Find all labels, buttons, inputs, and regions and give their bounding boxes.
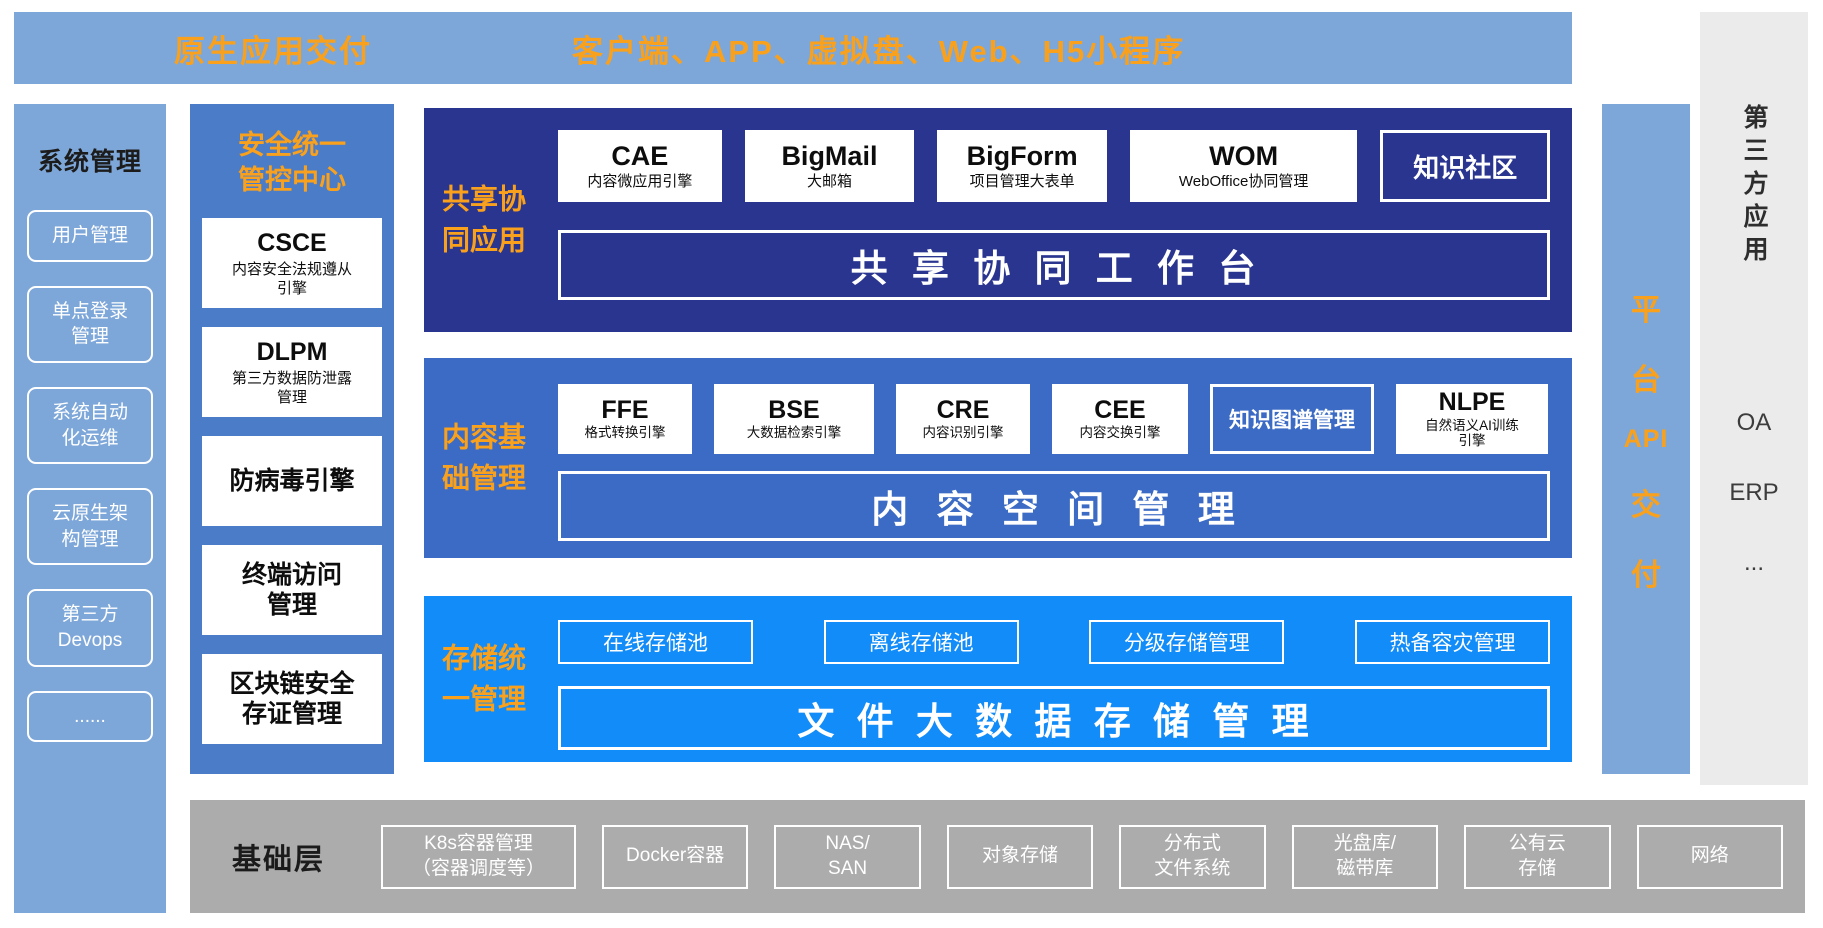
- app-title: 知识社区: [1413, 152, 1518, 183]
- app-box-bse: BSE 大数据检索引擎: [714, 384, 874, 454]
- app-subtitle: WebOffice协同管理: [1178, 172, 1309, 190]
- security-card-blockchain-evidence: 区块链安全 存证管理: [202, 654, 382, 745]
- app-title: BigForm: [966, 141, 1078, 172]
- base-box-distributed-fs: 分布式 文件系统: [1119, 824, 1266, 889]
- layer-storage-label: 存储统 一管理: [442, 642, 527, 714]
- app-subtitle: 内容识别引擎: [922, 425, 1004, 441]
- system-item-sso-management: 单点登录 管理: [27, 285, 153, 363]
- base-box-docker: Docker容器: [601, 824, 749, 889]
- storage-box-online-pool: 在线存储池: [558, 620, 753, 664]
- platform-api-column: 平 台 API 交 付: [1602, 104, 1690, 774]
- storage-box-tiered-storage: 分级存储管理: [1089, 620, 1285, 664]
- layer-share-collab-apps: 共享协 同应用 CAE 内容微应用引擎 BigMail 大邮箱 BigForm …: [424, 108, 1572, 332]
- app-title: BigMail: [781, 141, 878, 172]
- app-subtitle: 自然语义AI训练 引擎: [1425, 417, 1519, 449]
- api-column-char: 平: [1631, 293, 1661, 327]
- card-title: 区块链安全 存证管理: [229, 670, 355, 729]
- system-item-user-management: 用户管理: [27, 210, 153, 262]
- card-title: CSCE: [257, 228, 327, 257]
- app-title: BSE: [768, 396, 820, 425]
- base-layer-boxes: K8s容器管理 （容器调度等） Docker容器 NAS/ SAN 对象存储 分…: [381, 824, 1783, 889]
- app-title: CRE: [936, 396, 990, 425]
- content-engine-boxes: FFE 格式转换引擎 BSE 大数据检索引擎 CRE 内容识别引擎 CEE 内容…: [558, 384, 1550, 454]
- app-subtitle: 格式转换引擎: [584, 425, 666, 441]
- app-box-cee: CEE 内容交换引擎: [1052, 384, 1188, 454]
- top-banner: 原生应用交付 客户端、APP、虚拟盘、Web、H5小程序: [14, 12, 1572, 84]
- app-title: 知识图谱管理: [1229, 409, 1355, 432]
- card-title: 终端访问 管理: [241, 561, 342, 620]
- file-bigdata-storage-bar: 文 件 大 数 据 存 储 管 理: [558, 686, 1550, 750]
- app-box-knowledge-community: 知识社区: [1380, 130, 1551, 202]
- app-subtitle: 内容微应用引擎: [587, 172, 693, 190]
- storage-boxes: 在线存储池 离线存储池 分级存储管理 热备容灾管理: [558, 620, 1550, 664]
- content-space-bar: 内 容 空 间 管 理: [558, 471, 1550, 541]
- app-box-cae: CAE 内容微应用引擎: [558, 130, 722, 202]
- app-title: CAE: [611, 141, 669, 172]
- system-management-title: 系统管理: [37, 148, 142, 176]
- api-column-char: 交: [1631, 488, 1661, 522]
- native-app-delivery-label: 原生应用交付: [174, 33, 372, 69]
- app-title: NLPE: [1438, 388, 1506, 417]
- security-card-csce: CSCE 内容安全法规遵从 引擎: [202, 218, 382, 309]
- third-party-item-more: ...: [1743, 549, 1764, 576]
- third-party-panel: 第三方应用 OA ERP ...: [1700, 12, 1808, 785]
- base-layer-title: 基础层: [232, 843, 326, 876]
- system-item-automation-ops: 系统自动 化运维: [27, 386, 153, 465]
- security-control-title: 安全统一 管控中心: [238, 130, 346, 196]
- base-box-object-storage: 对象存储: [946, 824, 1094, 889]
- storage-box-offline-pool: 离线存储池: [823, 620, 1019, 664]
- system-item-more: ......: [27, 690, 153, 743]
- app-title: WOM: [1209, 141, 1279, 172]
- base-box-optical-tape-library: 光盘库/ 磁带库: [1291, 824, 1439, 889]
- app-subtitle: 项目管理大表单: [969, 172, 1075, 190]
- third-party-items: OA ERP ...: [1729, 409, 1778, 577]
- app-box-bigmail: BigMail 大邮箱: [744, 130, 915, 202]
- third-party-item-erp: ERP: [1729, 479, 1779, 506]
- layer-storage-management: 存储统 一管理 在线存储池 离线存储池 分级存储管理 热备容灾管理 文 件 大 …: [424, 596, 1572, 762]
- api-column-char: API: [1623, 424, 1669, 453]
- layer-share-label: 共享协 同应用: [442, 183, 527, 255]
- base-box-k8s-container: K8s容器管理 （容器调度等）: [381, 824, 576, 889]
- share-app-boxes: CAE 内容微应用引擎 BigMail 大邮箱 BigForm 项目管理大表单 …: [558, 130, 1551, 202]
- security-control-panel: 安全统一 管控中心 CSCE 内容安全法规遵从 引擎 DLPM 第三方数据防泄露…: [190, 104, 394, 774]
- card-subtitle: 内容安全法规遵从 引擎: [231, 260, 352, 298]
- app-box-knowledge-graph: 知识图谱管理: [1210, 384, 1374, 454]
- card-title: 防病毒引擎: [229, 467, 355, 496]
- security-card-dlpm: DLPM 第三方数据防泄露 管理: [202, 327, 382, 418]
- third-party-item-oa: OA: [1736, 409, 1772, 436]
- api-column-char: 台: [1631, 363, 1661, 397]
- app-box-ffe: FFE 格式转换引擎: [558, 384, 692, 454]
- app-subtitle: 大邮箱: [806, 172, 852, 190]
- base-layer: 基础层 K8s容器管理 （容器调度等） Docker容器 NAS/ SAN 对象…: [190, 800, 1805, 913]
- storage-box-hot-backup-dr: 热备容灾管理: [1354, 620, 1550, 664]
- app-box-nlpe: NLPE 自然语义AI训练 引擎: [1396, 384, 1548, 454]
- base-box-nas-san: NAS/ SAN: [774, 824, 921, 889]
- layer-content-management: 内容基 础管理 FFE 格式转换引擎 BSE 大数据检索引擎 CRE 内容识别引…: [424, 358, 1572, 558]
- system-management-panel: 系统管理 用户管理 单点登录 管理 系统自动 化运维 云原生架 构管理 第三方 …: [14, 104, 166, 913]
- layer-content-label: 内容基 础管理: [442, 421, 527, 493]
- app-box-cre: CRE 内容识别引擎: [896, 384, 1030, 454]
- card-subtitle: 第三方数据防泄露 管理: [231, 369, 352, 407]
- app-subtitle: 大数据检索引擎: [746, 425, 842, 441]
- security-card-terminal-access: 终端访问 管理: [202, 545, 382, 636]
- system-management-items: 用户管理 单点登录 管理 系统自动 化运维 云原生架 构管理 第三方 Devop…: [27, 210, 153, 743]
- system-item-third-party-devops: 第三方 Devops: [27, 589, 153, 667]
- client-types-label: 客户端、APP、虚拟盘、Web、H5小程序: [572, 33, 1186, 69]
- app-box-wom: WOM WebOffice协同管理: [1129, 130, 1358, 202]
- app-title: CEE: [1094, 396, 1146, 425]
- security-card-antivirus: 防病毒引擎: [202, 436, 382, 527]
- security-cards: CSCE 内容安全法规遵从 引擎 DLPM 第三方数据防泄露 管理 防病毒引擎 …: [202, 218, 382, 745]
- card-title: DLPM: [256, 337, 328, 366]
- base-box-public-cloud-storage: 公有云 存储: [1464, 824, 1611, 889]
- app-subtitle: 内容交换引擎: [1079, 425, 1161, 441]
- api-column-char: 付: [1631, 558, 1661, 592]
- third-party-title: 第三方应用: [1740, 104, 1768, 269]
- app-box-bigform: BigForm 项目管理大表单: [937, 130, 1107, 202]
- base-box-network: 网络: [1636, 824, 1783, 889]
- share-workbench-bar: 共 享 协 同 工 作 台: [558, 230, 1550, 300]
- system-item-cloud-native-arch: 云原生架 构管理: [27, 488, 153, 566]
- app-title: FFE: [601, 396, 649, 425]
